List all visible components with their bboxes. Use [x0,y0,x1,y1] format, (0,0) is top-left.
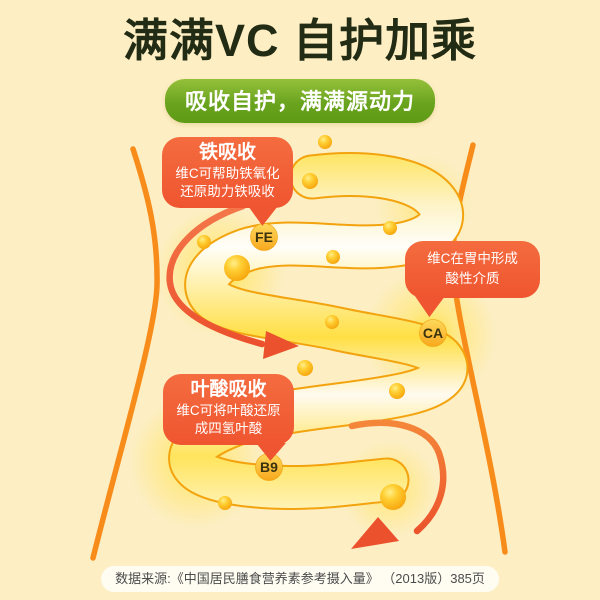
flow-arrow-upper [166,202,299,359]
vc-dot [297,360,313,376]
callout-line: 维C可帮助铁氧化 [175,165,280,181]
data-source-pill: 数据来源:《中国居民膳食营养素参考摄入量》 （2013版）385页 [101,566,499,592]
body-outline-left [90,146,160,561]
callout-title: 铁吸收 [198,142,256,163]
flow-arrow-lower [348,419,447,549]
vc-dot [380,484,406,510]
flow-arrow-upper-head [263,331,299,359]
callout-stomach-acid: 维C在胃中形成 酸性介质 [405,241,540,318]
vc-dot [318,135,332,149]
fe-badge-label: FE [255,229,273,245]
subtitle-pill: 吸收自护，满满源动力 [164,79,436,123]
callout-line: 还原助力铁吸收 [180,183,275,199]
vc-dot [383,221,397,235]
vc-dot [224,255,250,281]
subtitle-text: 吸收自护，满满源动力 [184,89,416,114]
callout-line: 酸性介质 [445,270,500,286]
ca-badge-circle [419,319,447,347]
intestine-tube [168,152,469,510]
page-title: 满满VC 自护加乘 [122,15,477,66]
b9-badge: B9 [255,453,283,481]
callout-iron-absorption: 铁吸收 维C可帮助铁氧化 还原助力铁吸收 [162,137,293,226]
callout-line: 维C可将叶酸还原 [176,402,281,418]
ca-badge-label: CA [423,325,443,341]
flow-arrow-upper-line [166,202,266,348]
vc-dot [326,250,340,264]
data-source-text: 数据来源:《中国居民膳食营养素参考摄入量》 （2013版）385页 [115,571,485,586]
vc-dot [325,315,339,329]
fe-badge: FE [250,223,278,251]
vc-dot [302,173,318,189]
ca-badge: CA [419,319,447,347]
vc-dot [218,496,232,510]
callout-title: 叶酸吸收 [190,379,267,400]
callout-folate-absorption: 叶酸吸收 维C可将叶酸还原 成四氢叶酸 [163,374,294,461]
intestine-tube-fill [170,154,467,508]
flow-arrow-lower-line [348,419,447,535]
vc-dots [197,135,406,510]
vc-dot [197,235,211,249]
callout-line: 维C在胃中形成 [427,251,518,266]
flow-arrow-lower-head [351,517,399,549]
vc-dot [389,383,405,399]
callout-line: 成四氢叶酸 [194,420,263,436]
b9-badge-label: B9 [260,459,278,475]
